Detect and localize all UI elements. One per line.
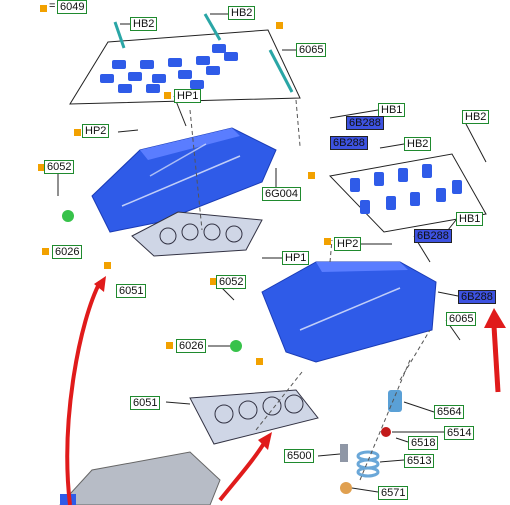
- plug-lower: [230, 340, 242, 352]
- callout-6571: 6571: [378, 486, 409, 500]
- legend-marker: [40, 5, 47, 12]
- rocker-arms-right: [350, 164, 462, 214]
- head-gasket-upper: [131, 211, 263, 257]
- callout-6b288-a: 6B288: [346, 116, 384, 130]
- marker-dot: [164, 92, 171, 99]
- callout-hb1-mid: HB1: [456, 212, 484, 226]
- callout-6514: 6514: [444, 426, 475, 440]
- callout-6026-mid: 6026: [176, 339, 207, 353]
- callout-6500: 6500: [284, 449, 315, 463]
- legend-equals: =: [49, 0, 56, 12]
- callout-6065-top: 6065: [296, 43, 327, 57]
- cylinder-head-lower: [261, 261, 437, 363]
- callout-hb2-top-left: HB2: [130, 17, 158, 31]
- plug-upper: [62, 210, 74, 222]
- callout-hp1-top: HP1: [174, 89, 202, 103]
- retainer: [340, 482, 352, 494]
- marker-dot: [308, 172, 315, 179]
- marker-dot: [166, 342, 173, 349]
- marker-dot: [38, 164, 45, 171]
- callout-hb2-far-right: HB2: [462, 110, 490, 124]
- callout-6513: 6513: [404, 454, 435, 468]
- callout-6052-mid: 6052: [216, 275, 247, 289]
- marker-dot: [104, 262, 111, 269]
- marker-dot: [74, 129, 81, 136]
- legend-code: 6049: [57, 0, 88, 14]
- callout-6b288-d: 6B288: [458, 290, 496, 304]
- callout-6b288-b: 6B288: [330, 136, 368, 150]
- marker-dot: [42, 248, 49, 255]
- callout-hp1-mid: HP1: [282, 251, 310, 265]
- lifter-part: [388, 390, 402, 412]
- callout-6564: 6564: [434, 405, 465, 419]
- marker-dot: [256, 358, 263, 365]
- marker-dot: [210, 278, 217, 285]
- valve-cover-outline-left: [69, 29, 301, 105]
- callout-6065-mid: 6065: [446, 312, 477, 326]
- cylinder-head-upper: [91, 127, 277, 233]
- callout-6052-top: 6052: [44, 160, 75, 174]
- callout-6026-top: 6026: [52, 245, 83, 259]
- red-arrow-right: [491, 325, 501, 393]
- callout-hb1-top: HB1: [378, 103, 406, 117]
- callout-6b288-c: 6B288: [414, 229, 452, 243]
- valve-stem: [340, 444, 348, 462]
- callout-hb2-top-right: HB2: [228, 6, 256, 20]
- valve-spring: [356, 450, 380, 478]
- callout-6051-mid: 6051: [130, 396, 161, 410]
- callout-hp2-mid: HP2: [334, 237, 362, 251]
- callout-hb2-mid: HB2: [404, 137, 432, 151]
- marker-dot: [324, 238, 331, 245]
- callout-6051-top: 6051: [116, 284, 147, 298]
- callout-hp2-top: HP2: [82, 124, 110, 138]
- valve-seal: [381, 427, 391, 437]
- red-arrow-left: [65, 281, 102, 505]
- callout-6518: 6518: [408, 436, 439, 450]
- marker-dot: [276, 22, 283, 29]
- engine-assembly-fragment: [59, 451, 221, 505]
- callout-6g004: 6G004: [262, 187, 302, 201]
- red-arrow-center: [218, 438, 268, 502]
- rocker-arms-left: [100, 44, 238, 93]
